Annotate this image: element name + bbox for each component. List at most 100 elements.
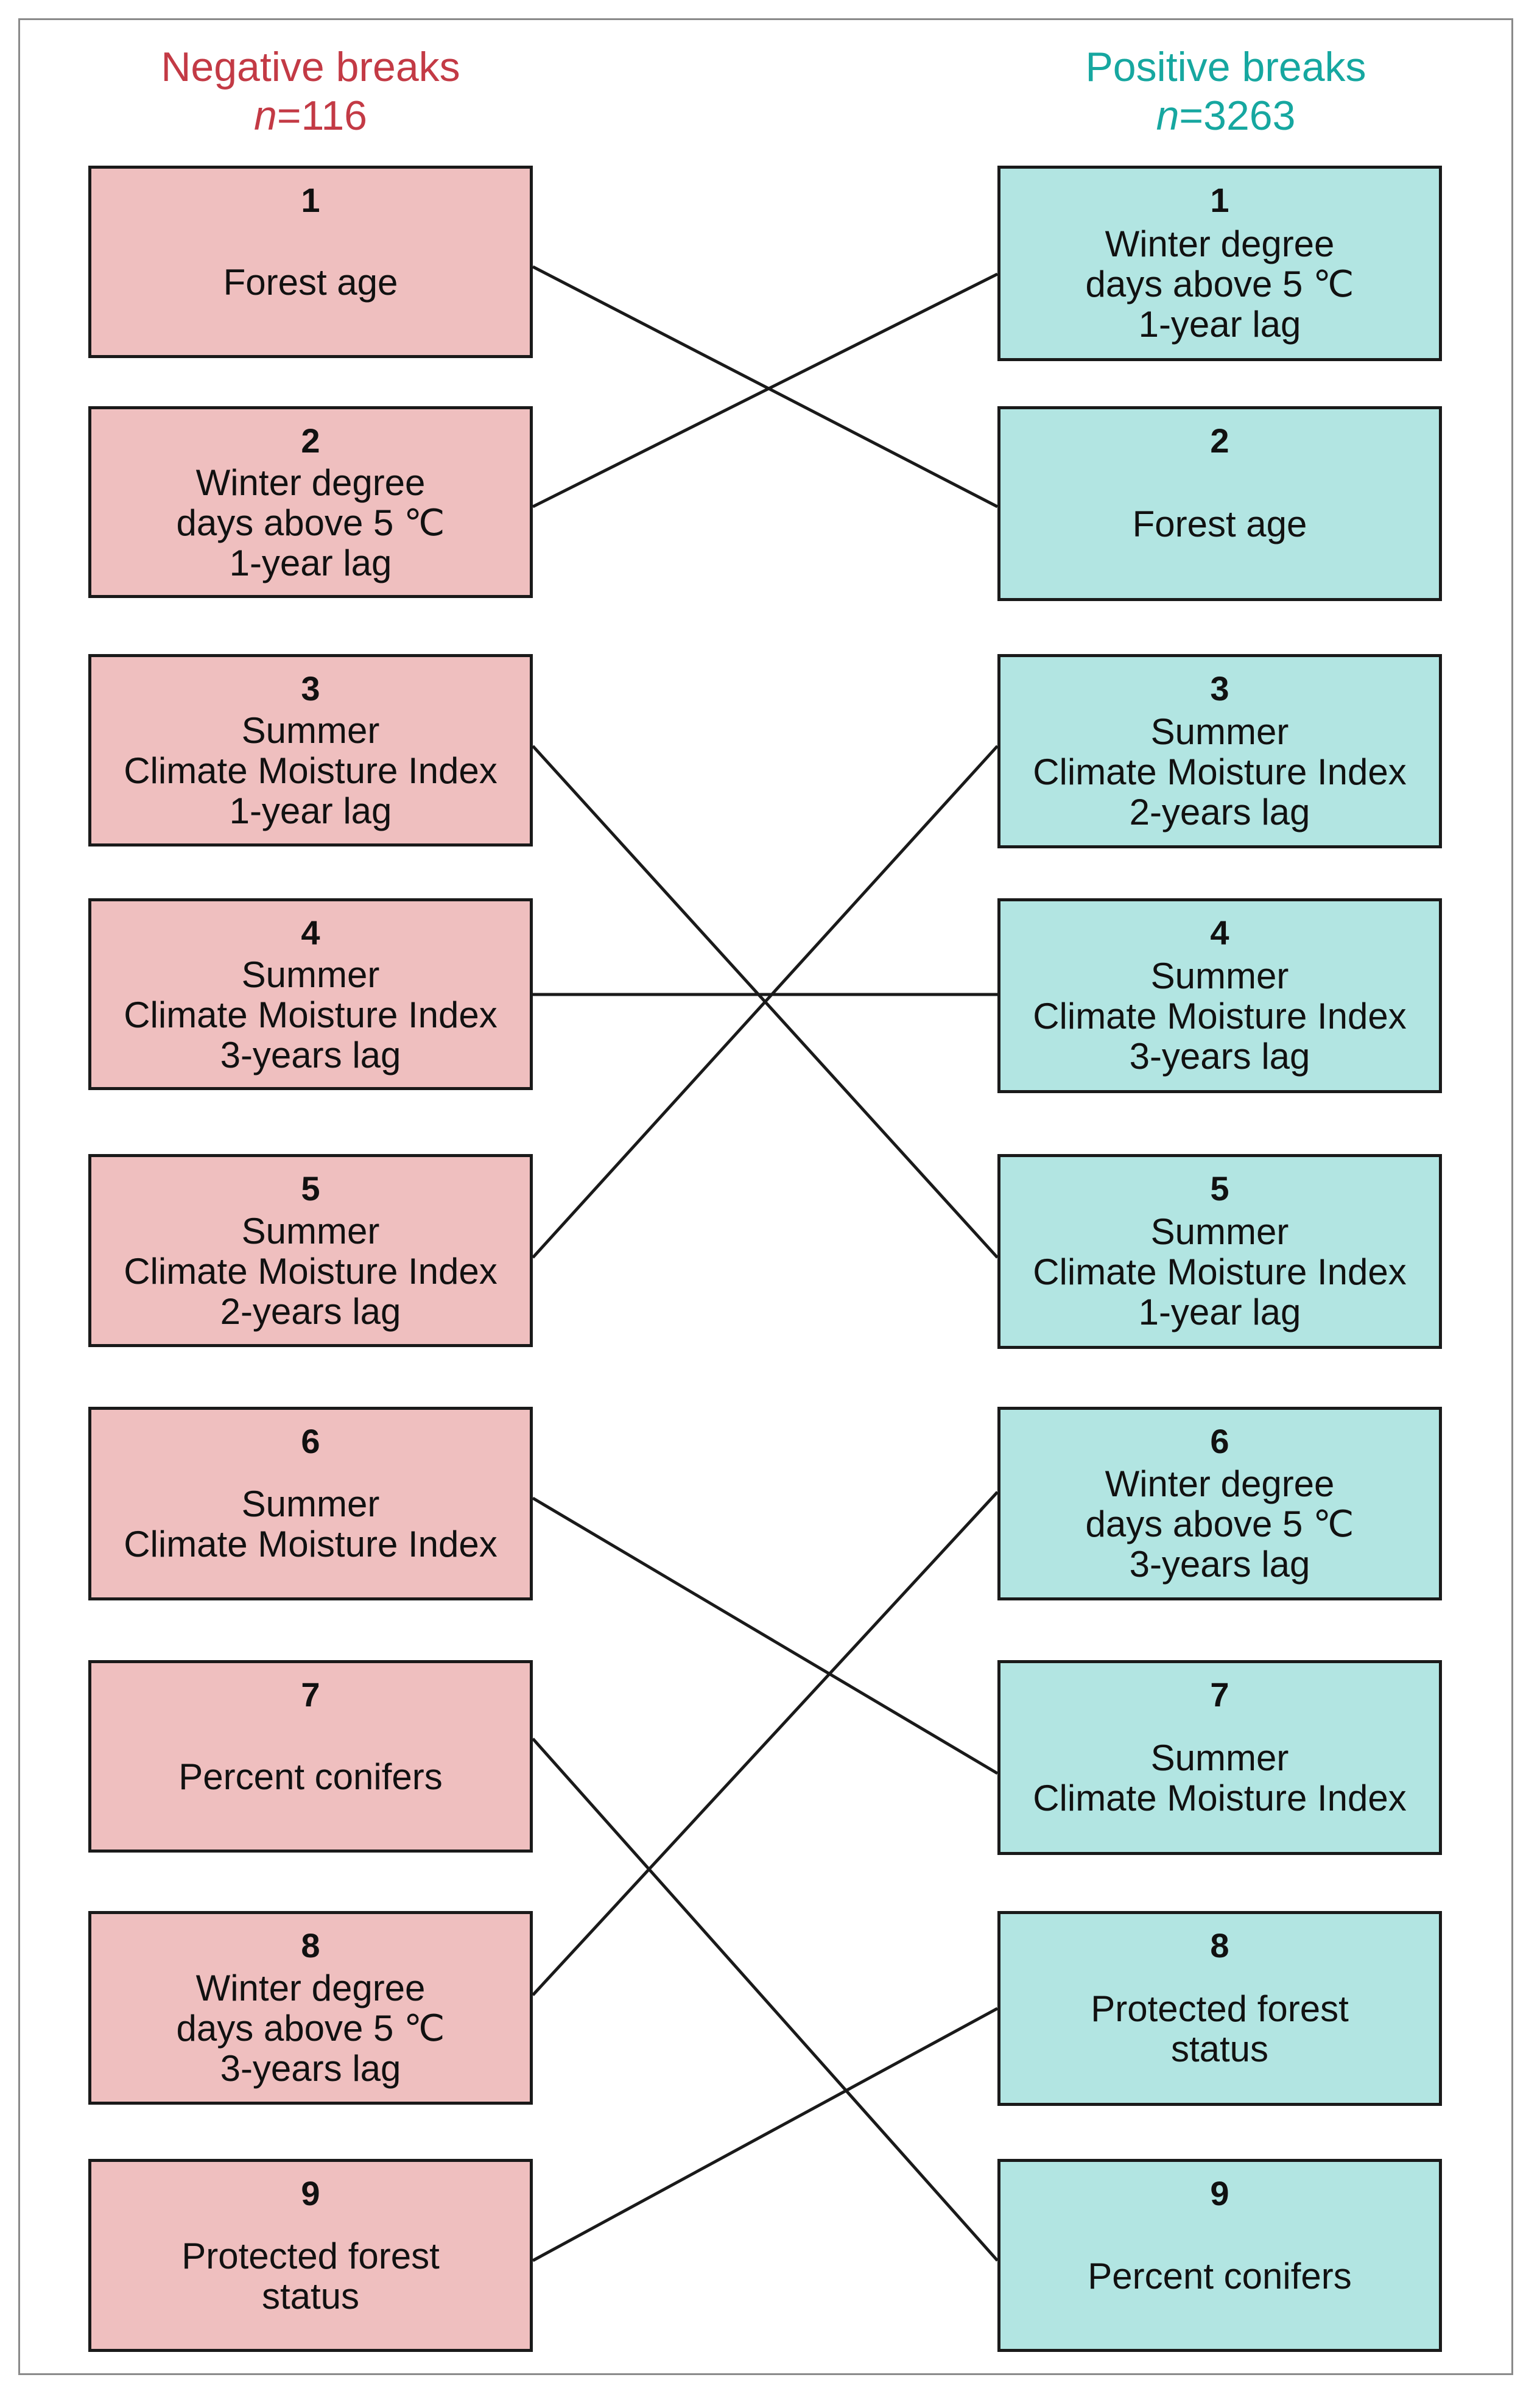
negative-breaks-header: Negative breaks n=116 — [79, 43, 542, 140]
negative-label-line: Climate Moisture Index — [124, 1524, 498, 1565]
positive-label-line: days above 5 ℃ — [1085, 263, 1354, 304]
negative-label-line: 3-years lag — [220, 1034, 401, 1075]
positive-rank-number: 6 — [1210, 1422, 1229, 1460]
positive-rank-number: 8 — [1210, 1926, 1229, 1965]
positive-n-symbol: n — [1156, 93, 1180, 139]
negative-label-line: Summer — [241, 710, 380, 751]
connector-neg-5-to-pos-3 — [532, 745, 999, 1259]
negative-label-line: Summer — [241, 1210, 380, 1251]
negative-rank-number: 5 — [301, 1169, 320, 1208]
negative-label-line: Climate Moisture Index — [124, 750, 498, 791]
connector-neg-6-to-pos-7 — [532, 1496, 999, 1775]
negative-label-line: status — [261, 2275, 360, 2317]
positive-label-line: days above 5 ℃ — [1085, 1504, 1354, 1544]
positive-label-line: Protected forest — [1091, 1988, 1349, 2029]
positive-breaks-count: n=3263 — [994, 91, 1457, 140]
positive-label-line: 1-year lag — [1138, 303, 1301, 345]
negative-breaks-title: Negative breaks — [161, 44, 460, 90]
negative-label-line: days above 5 ℃ — [176, 2008, 445, 2049]
positive-label-line: 3-years lag — [1129, 1036, 1310, 1077]
negative-rank-number: 4 — [301, 913, 320, 952]
negative-n-value: =116 — [276, 93, 367, 139]
negative-label-line: 2-years lag — [220, 1290, 401, 1332]
connector-neg-9-to-pos-8 — [532, 2007, 999, 2262]
positive-breaks-title: Positive breaks — [1085, 44, 1366, 90]
negative-rank-number: 1 — [301, 181, 320, 219]
positive-variable-label: Percent conifers — [1088, 2212, 1352, 2349]
positive-variable-label: Forest age — [1133, 459, 1307, 598]
positive-rank-number: 5 — [1210, 1169, 1229, 1208]
positive-rank-number: 9 — [1210, 2174, 1229, 2212]
negative-label-line: Climate Moisture Index — [124, 1250, 498, 1292]
negative-rank-number: 8 — [301, 1926, 320, 1965]
positive-label-line: Climate Moisture Index — [1033, 751, 1407, 792]
negative-n-symbol: n — [254, 93, 277, 139]
negative-rank-number: 9 — [301, 2174, 320, 2212]
negative-variable-label: Percent conifers — [178, 1713, 443, 1850]
negative-rank-number: 6 — [301, 1422, 320, 1460]
positive-label-line: Summer — [1150, 1737, 1289, 1778]
negative-label-line: Forest age — [223, 262, 398, 303]
positive-rank-number: 2 — [1210, 421, 1229, 460]
positive-label-line: Percent conifers — [1088, 2255, 1352, 2297]
negative-label-line: Summer — [241, 1484, 380, 1524]
positive-rank-number: 4 — [1210, 913, 1229, 952]
negative-label-line: Percent conifers — [178, 1756, 443, 1797]
connector-neg-7-to-pos-9 — [532, 1737, 999, 2262]
negative-breaks-count: n=116 — [79, 91, 542, 140]
positive-label-line: Summer — [1150, 1211, 1289, 1252]
connector-neg-8-to-pos-6 — [532, 1491, 999, 1996]
negative-label-line: Climate Moisture Index — [124, 994, 498, 1035]
negative-label-line: 1-year lag — [229, 542, 392, 583]
positive-label-line: Summer — [1150, 711, 1289, 752]
negative-label-line: Summer — [241, 954, 380, 995]
connector-neg-2-to-pos-1 — [532, 272, 999, 509]
negative-variable-label: Forest age — [223, 219, 398, 355]
positive-breaks-header: Positive breaks n=3263 — [994, 43, 1457, 140]
connector-neg-1-to-pos-2 — [532, 265, 999, 509]
positive-label-line: status — [1170, 2029, 1269, 2069]
positive-label-line: 2-years lag — [1129, 791, 1310, 832]
positive-label-line: Climate Moisture Index — [1033, 1778, 1407, 1818]
negative-label-line: Protected forest — [181, 2235, 440, 2276]
positive-label-line: Climate Moisture Index — [1033, 1251, 1407, 1292]
negative-rank-number: 7 — [301, 1675, 320, 1714]
positive-label-line: Forest age — [1132, 504, 1307, 544]
positive-n-value: =3263 — [1179, 93, 1296, 139]
negative-rank-number: 3 — [301, 669, 320, 708]
positive-label-line: Winter degree — [1105, 1463, 1335, 1504]
figure-frame — [18, 18, 1513, 2375]
positive-label-line: Summer — [1150, 956, 1289, 996]
negative-label-line: 1-year lag — [229, 790, 392, 831]
positive-rank-number: 1 — [1210, 181, 1229, 219]
negative-label-line: Winter degree — [195, 1968, 426, 2008]
